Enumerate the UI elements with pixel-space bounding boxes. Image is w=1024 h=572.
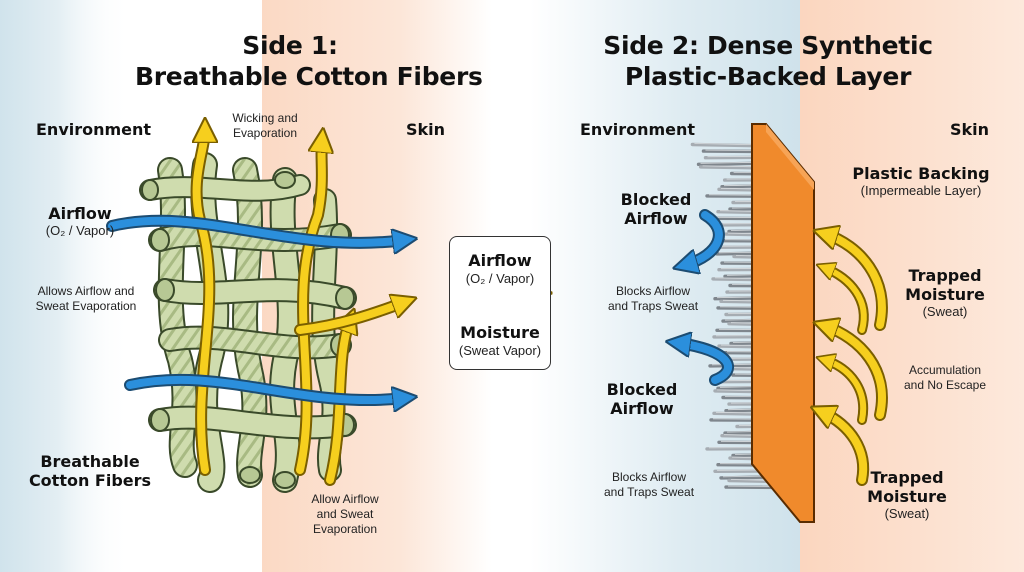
legend-airflow-label: Airflow <box>468 251 532 270</box>
side2-skin-label: Skin <box>950 120 990 139</box>
plastic-backing-title: Plastic Backing <box>852 164 990 183</box>
trapped1-line1: Trapped <box>908 266 982 285</box>
trapped-moisture-arrows <box>822 234 888 486</box>
trapped-moisture-label-1: Trapped Moisture (Sweat) <box>890 266 1000 319</box>
plastic-backing-sub: (Impermeable Layer) <box>860 183 982 198</box>
cotton-fibers-line1: Breathable <box>40 452 140 471</box>
trapped2-line1: Trapped <box>870 468 944 487</box>
side1-airflow-label: Airflow (O₂ / Vapor) <box>28 204 132 238</box>
allow2-line3: Evaporation <box>312 522 378 536</box>
blocked-airflow-label-1: Blocked Airflow <box>606 190 706 228</box>
side1-skin-label: Skin <box>406 120 446 139</box>
cotton-fibers-label: Breathable Cotton Fibers <box>28 452 152 490</box>
blocks1-line2: and Traps Sweat <box>607 299 699 313</box>
side1-title: Side 1: Breathable Cotton Fibers <box>135 30 483 92</box>
legend-moisture-label: Moisture <box>460 323 540 342</box>
allows-line1: Allows Airflow and <box>37 284 135 298</box>
blocks1-line1: Blocks Airflow <box>615 284 691 298</box>
accumulation-label: Accumulation and No Escape <box>890 363 1000 393</box>
allows-line2: Sweat Evaporation <box>35 299 137 313</box>
blocked1-line2: Airflow <box>624 209 688 228</box>
allow2-line1: Allow Airflow <box>311 492 379 506</box>
trapped1-sub: (Sweat) <box>922 304 968 319</box>
moisture-arrows-side1 <box>190 130 405 486</box>
airflow-arrows-side1 <box>106 214 405 400</box>
wicking-line2: Evaporation <box>232 126 298 140</box>
cotton-fibers-line2: Cotton Fibers <box>28 471 152 490</box>
blocks-airflow-label-1: Blocks Airflow and Traps Sweat <box>596 284 710 314</box>
side1-title-line2: Breathable Cotton Fibers <box>135 62 483 91</box>
blocked-airflow-label-2: Blocked Airflow <box>596 380 688 418</box>
blocked2-line2: Airflow <box>610 399 674 418</box>
side2-title: Side 2: Dense Synthetic Plastic-Backed L… <box>598 30 938 92</box>
side1-airflow-title: Airflow <box>48 204 112 223</box>
blocks2-line2: and Traps Sweat <box>603 485 695 499</box>
allow-airflow-bottom-label: Allow Airflow and Sweat Evaporation <box>300 492 390 537</box>
side2-title-line2: Plastic-Backed Layer <box>624 62 912 91</box>
side2-title-line1: Side 2: Dense Synthetic <box>603 31 933 60</box>
accum-line2: and No Escape <box>903 378 987 392</box>
blocked2-line1: Blocked <box>606 380 678 399</box>
wicking-line1: Wicking and <box>232 111 298 125</box>
accum-line1: Accumulation <box>908 363 982 377</box>
side2-environment-label: Environment <box>580 120 696 139</box>
trapped2-sub: (Sweat) <box>884 506 930 521</box>
skin-zone-right <box>800 0 1024 572</box>
wicking-label: Wicking and Evaporation <box>215 111 315 141</box>
allows-airflow-label: Allows Airflow and Sweat Evaporation <box>26 284 146 314</box>
side1-environment-label: Environment <box>36 120 152 139</box>
blocked-airflow-arrows <box>678 209 734 386</box>
side1-title-line1: Side 1: <box>242 31 338 60</box>
trapped-moisture-label-2: Trapped Moisture (Sweat) <box>852 468 962 521</box>
blocks-airflow-label-2: Blocks Airflow and Traps Sweat <box>592 470 706 500</box>
legend-airflow-sub: (O₂ / Vapor) <box>465 271 535 286</box>
trapped1-line2: Moisture <box>905 285 985 304</box>
blocks2-line1: Blocks Airflow <box>611 470 687 484</box>
plastic-backing <box>751 123 815 523</box>
trapped2-line2: Moisture <box>867 487 947 506</box>
legend-moisture-sub: (Sweat Vapor) <box>458 343 542 358</box>
blocked1-line1: Blocked <box>620 190 692 209</box>
legend-box: Airflow (O₂ / Vapor) Moisture (Sweat Vap… <box>449 236 551 370</box>
plastic-backing-label: Plastic Backing (Impermeable Layer) <box>846 164 996 198</box>
side1-airflow-sub: (O₂ / Vapor) <box>45 223 115 238</box>
allow2-line2: and Sweat <box>316 507 374 521</box>
